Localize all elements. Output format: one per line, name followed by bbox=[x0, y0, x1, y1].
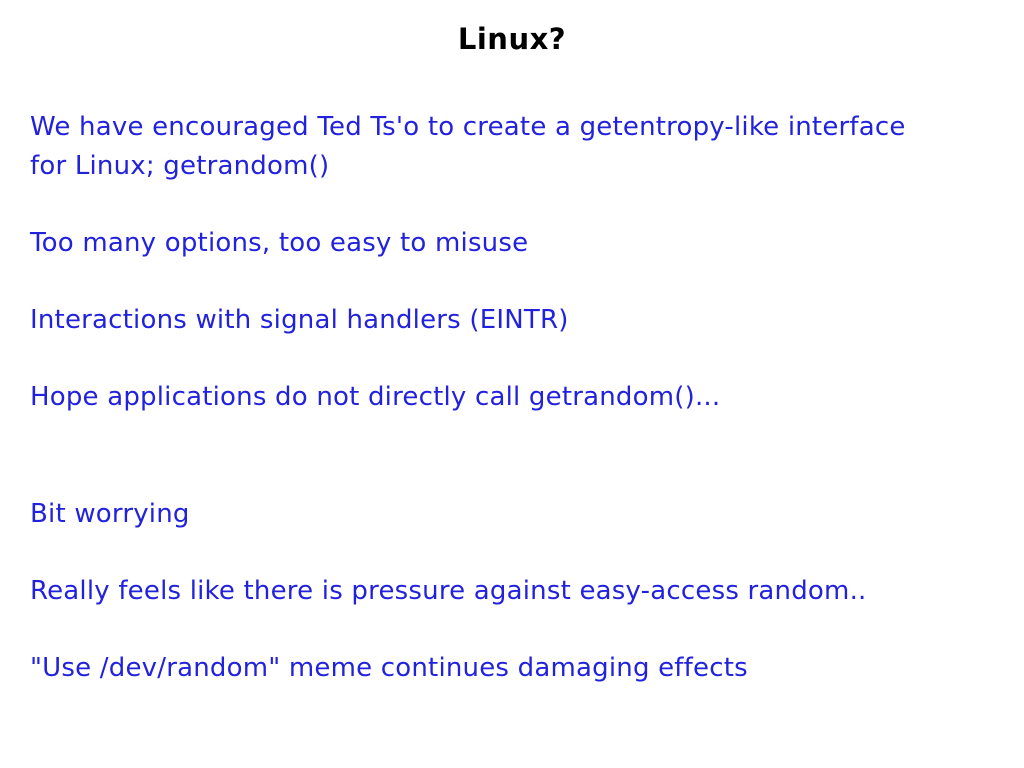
paragraph-too-many-options: Too many options, too easy to misuse bbox=[30, 228, 529, 258]
paragraph-bit-worrying: Bit worrying bbox=[30, 499, 190, 529]
paragraph-getentropy-interface: We have encouraged Ted Ts'o to create a … bbox=[30, 112, 906, 181]
paragraph-signal-handlers: Interactions with signal handlers (EINTR… bbox=[30, 305, 569, 335]
paragraph-hope-applications: Hope applications do not directly call g… bbox=[30, 382, 721, 412]
paragraph-pressure-against-random: Really feels like there is pressure agai… bbox=[30, 576, 867, 606]
paragraph-dev-random-meme: "Use /dev/random" meme continues damagin… bbox=[30, 653, 748, 683]
slide-body: We have encouraged Ted Ts'o to create a … bbox=[30, 108, 994, 726]
slide-title: Linux? bbox=[457, 22, 567, 56]
